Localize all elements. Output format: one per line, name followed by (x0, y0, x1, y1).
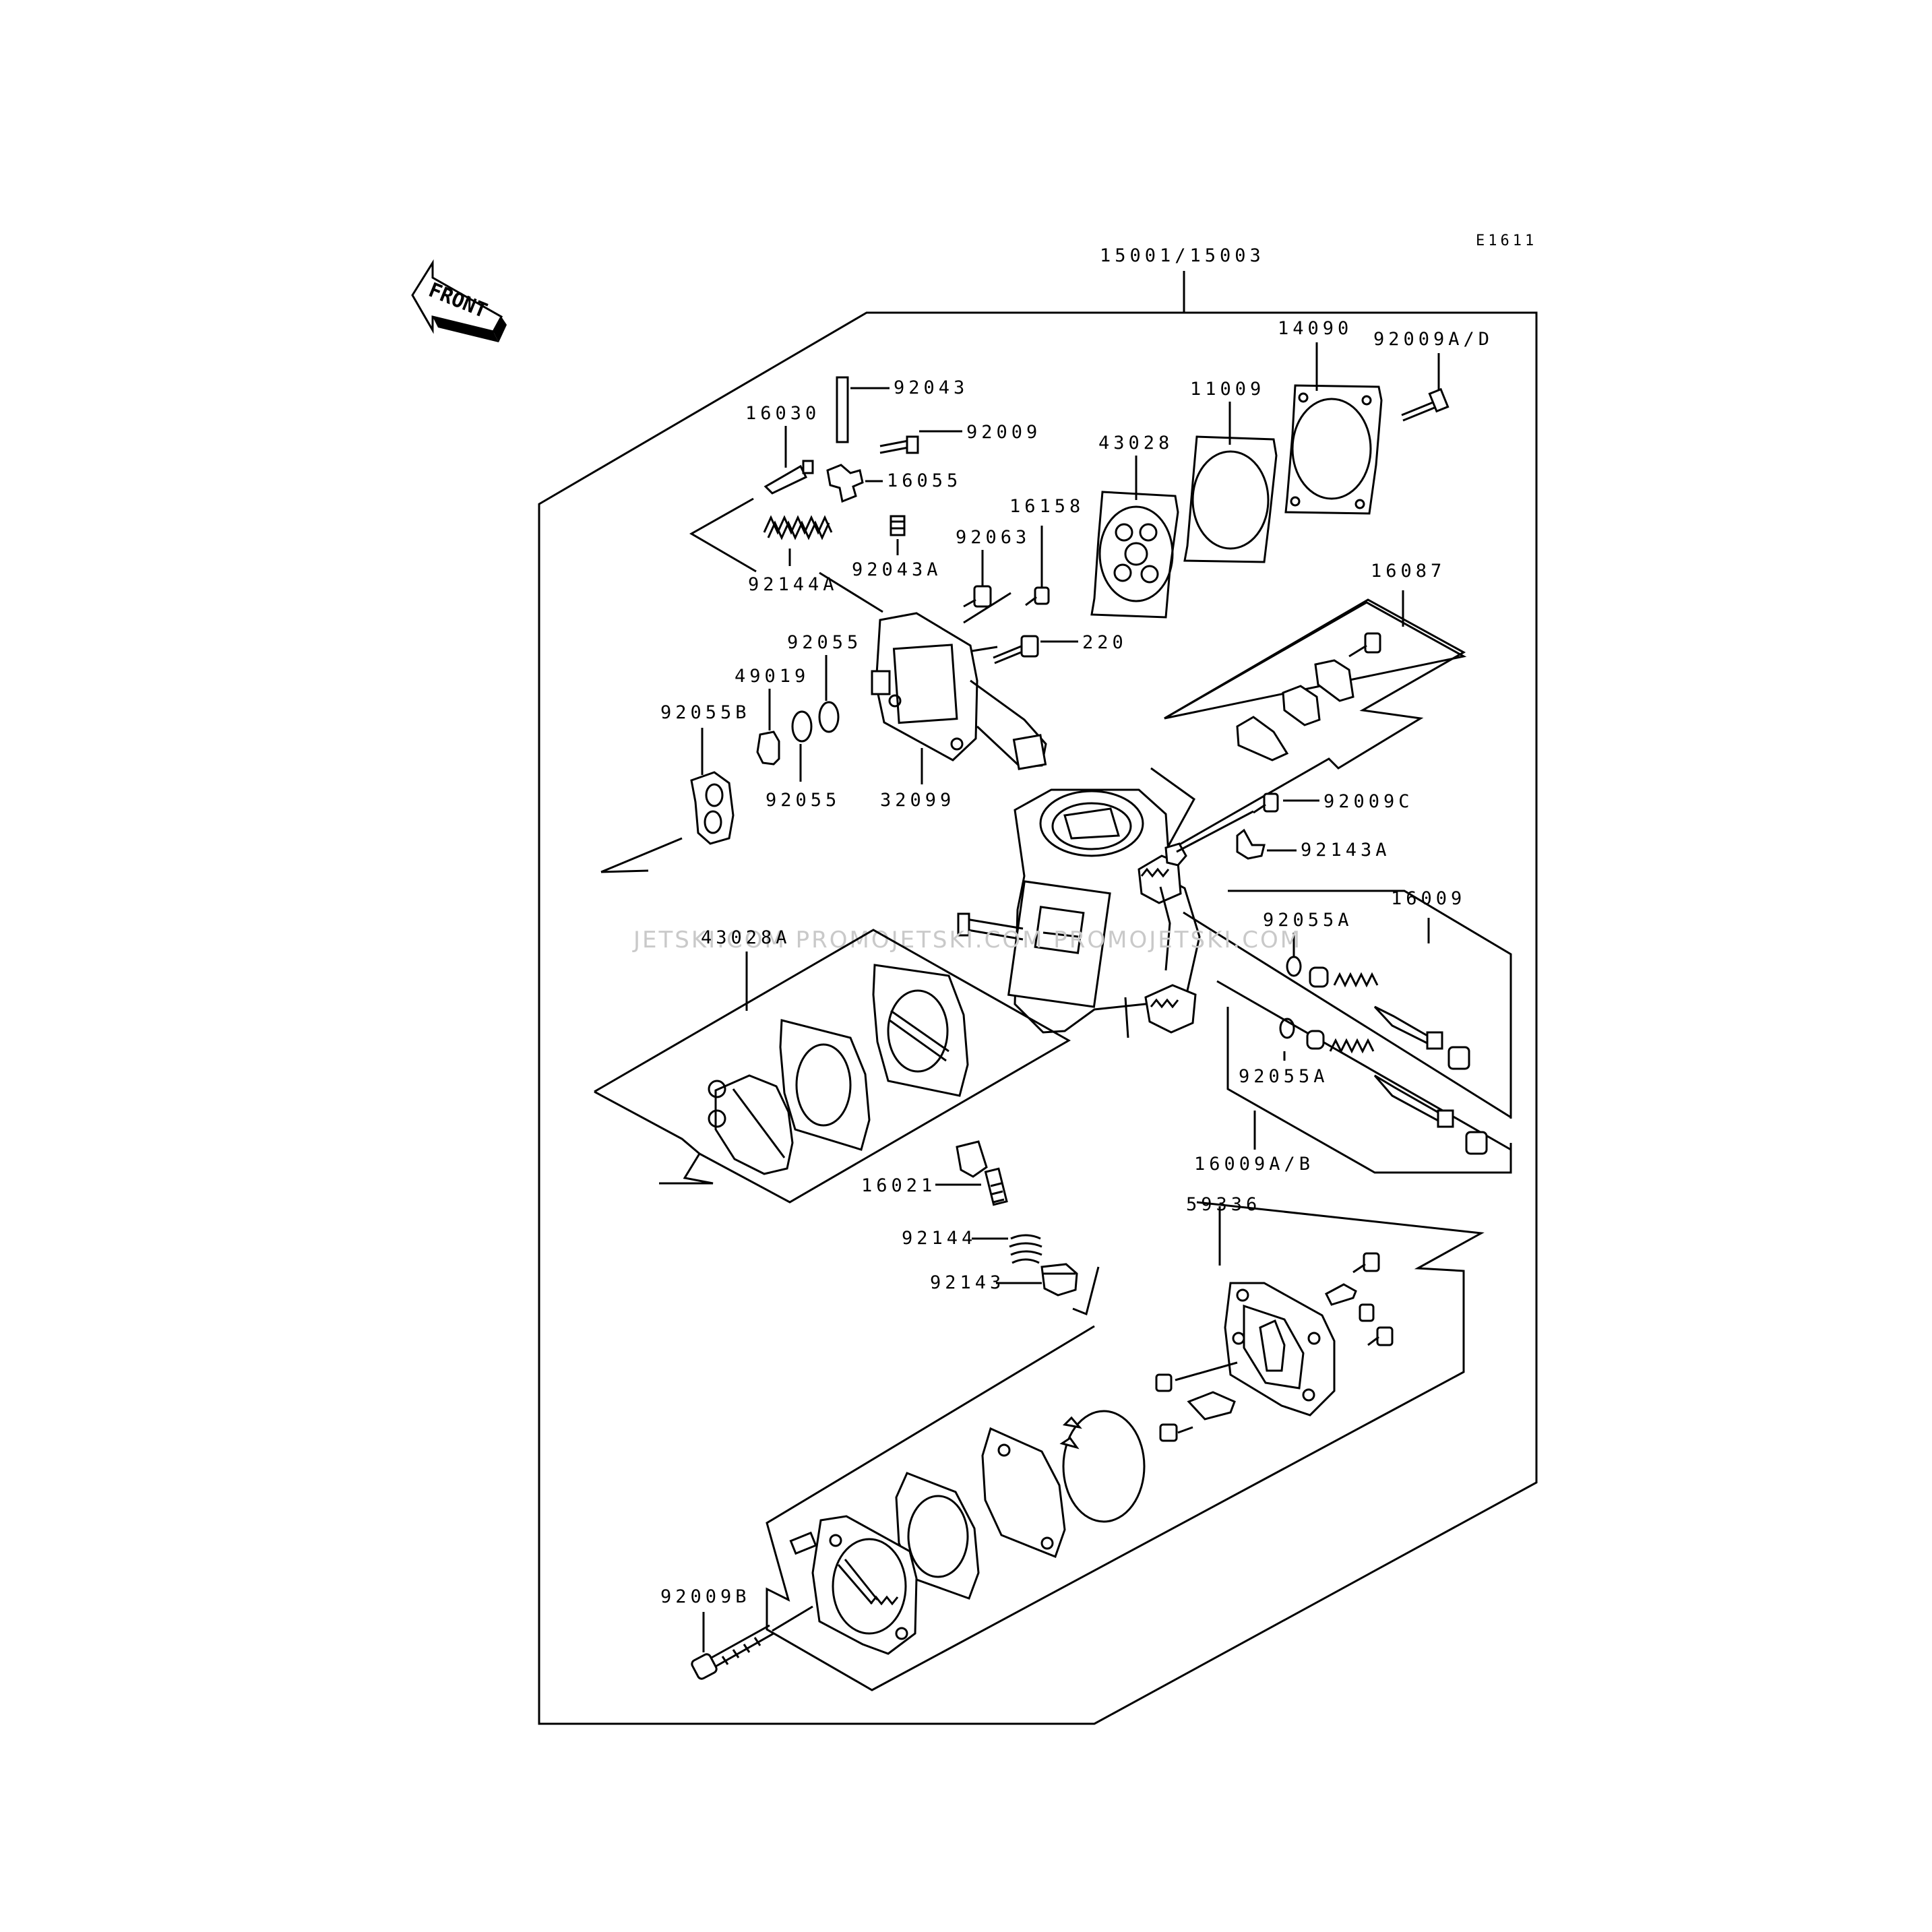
label-43028A: 43028A (701, 927, 791, 948)
label-92055B: 92055B (660, 702, 751, 723)
front-arrow-icon: FRONT (411, 259, 507, 342)
gasket-pump-2 (981, 1427, 1066, 1558)
screw-92009 (879, 435, 919, 454)
assembly-outline (538, 311, 1538, 1725)
spring-92144 (1009, 1234, 1042, 1264)
label-11009: 11009 (1190, 379, 1265, 400)
o-ring-92055A-upper (1286, 956, 1302, 977)
label-92009C: 92009C (1323, 791, 1414, 812)
label-92063: 92063 (956, 527, 1030, 548)
screw-92009C (1253, 792, 1279, 814)
label-16009: 16009 (1391, 888, 1466, 909)
diaphragm-43028 (1090, 491, 1179, 619)
pump-body-59336 (1224, 1282, 1336, 1416)
label-16158: 16158 (1009, 496, 1084, 517)
carburetor-body (957, 788, 1201, 1038)
label-16030: 16030 (745, 403, 820, 424)
label-92009: 92009 (966, 422, 1041, 443)
filter-49019 (756, 730, 780, 766)
spring-92144A (763, 515, 833, 540)
pump-cover-59336 (789, 1515, 918, 1655)
lever-16055 (826, 464, 864, 503)
gasket-43028A-3 (872, 964, 969, 1097)
label-92143A: 92143A (1301, 840, 1391, 861)
label-32099: 32099 (880, 790, 955, 811)
valve-seat-16021 (956, 1140, 1008, 1206)
label-14090: 14090 (1278, 318, 1352, 339)
o-ring-92055-upper (818, 701, 840, 733)
label-92009AD: 92009A/D (1373, 329, 1493, 350)
label-92043A: 92043A (852, 559, 942, 580)
screw-92009AD (1401, 387, 1450, 422)
adjuster-screw-16009 (1309, 966, 1470, 1070)
label-92143: 92143 (930, 1272, 1005, 1293)
kit-outline-16009 (1228, 890, 1512, 1119)
label-16087: 16087 (1371, 561, 1445, 582)
needle-16030 (764, 460, 814, 495)
cover-14090 (1284, 384, 1383, 515)
diaphragm-pump-1 (1059, 1410, 1146, 1523)
label-16021: 16021 (861, 1175, 936, 1196)
clip-92143A (1236, 828, 1266, 860)
label-92055A-upper: 92055A (1263, 910, 1353, 931)
label-220: 220 (1082, 632, 1127, 653)
label-92055-upper: 92055 (787, 632, 862, 653)
kit-outline-43028A (594, 929, 1071, 1204)
kit-outline-59336 (766, 1201, 1485, 1691)
screw-16158 (1025, 586, 1050, 606)
label-92055-lower: 92055 (766, 790, 840, 811)
label-15001-15003: 15001/15003 (1100, 245, 1265, 266)
label-16009AB: 16009A/B (1194, 1154, 1314, 1175)
screw-92009B (691, 1605, 813, 1680)
gasket-11009 (1183, 435, 1278, 563)
pin-92043 (836, 376, 849, 443)
diagram-ref-code: E1611 (1476, 232, 1537, 249)
bolt-92063 (963, 585, 992, 608)
label-43028: 43028 (1098, 433, 1173, 454)
gasket-43028A-1 (708, 1074, 794, 1175)
o-ring-92055-lower (791, 710, 813, 743)
gasket-43028A-2 (779, 1019, 871, 1151)
kit-outline-16009AB (1226, 1007, 1512, 1174)
label-92144: 92144 (902, 1228, 976, 1249)
watermark-text: JETSKI.COM PROMOJETSKI.COM PROMOJETSKI.C… (632, 927, 1302, 954)
pump-small-parts-59336 (1155, 1252, 1394, 1442)
label-59336: 59336 (1186, 1194, 1261, 1215)
float-92143 (1040, 1263, 1078, 1297)
spring-92043A (890, 515, 906, 536)
pump-cover-32099 (871, 612, 1047, 770)
gasket-pump-3 (895, 1472, 980, 1600)
label-92043: 92043 (894, 377, 968, 398)
label-92009B: 92009B (660, 1586, 751, 1607)
screw-220 (993, 635, 1039, 664)
label-92144A: 92144A (748, 574, 838, 595)
label-16055: 16055 (887, 470, 962, 491)
o-ring-92055A-lower (1279, 1018, 1295, 1039)
label-49019: 49019 (735, 666, 809, 687)
label-92055A-lower: 92055A (1239, 1066, 1329, 1087)
valve-part-16087 (1236, 632, 1381, 761)
gasket-92055B (690, 771, 735, 845)
adjuster-screw-16009AB (1306, 1030, 1488, 1155)
